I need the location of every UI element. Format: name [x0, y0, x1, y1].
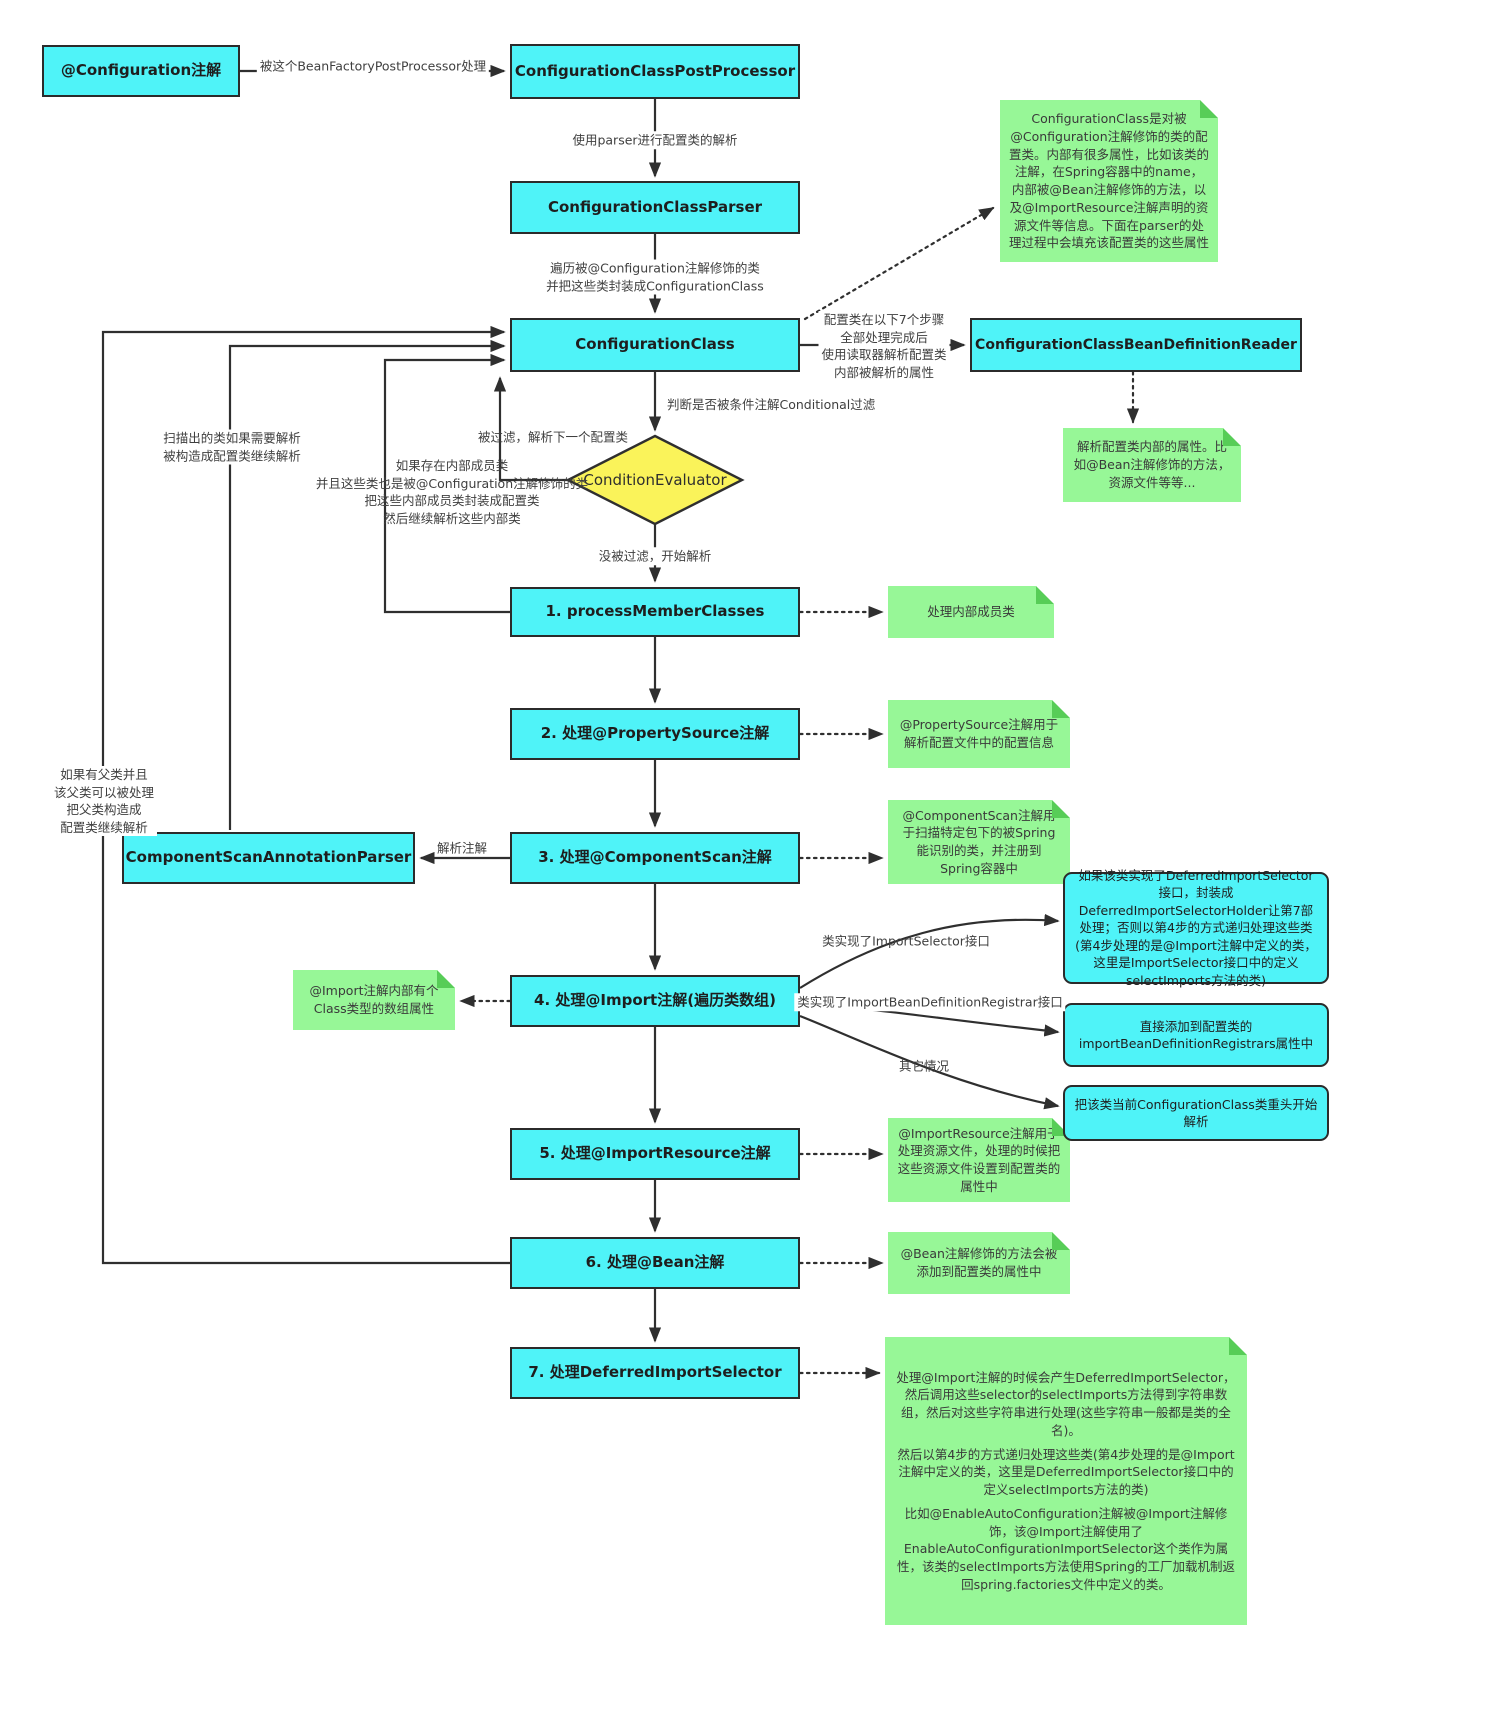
box-step6-bean: 6. 处理@Bean注解 [510, 1237, 800, 1289]
note-other-case: 把该类当前ConfigurationClass类重头开始解析 [1063, 1085, 1329, 1141]
note-step7-paragraph-1: 处理@Import注解的时候会产生DeferredImportSelector，… [896, 1369, 1236, 1438]
note-step7-description: 处理@Import注解的时候会产生DeferredImportSelector，… [885, 1337, 1247, 1625]
label-after-seven-steps: 配置类在以下7个步骤 全部处理完成后 使用读取器解析配置类 内部被解析的属性 [818, 311, 950, 381]
label-parse-annotation: 解析注解 [436, 840, 488, 856]
diamond-condition-evaluator-label: ConditionEvaluator [583, 471, 727, 489]
note-step7-paragraph-3: 比如@EnableAutoConfiguration注解被@Import注解修饰… [897, 1505, 1235, 1592]
box-step2-property-source: 2. 处理@PropertySource注解 [510, 708, 800, 760]
note-step6-description: @Bean注解修饰的方法会被添加到配置类的属性中 [888, 1232, 1070, 1294]
label-superclass-loop: 如果有父类并且 该父类可以被处理 把父类构造成 配置类继续解析 [50, 766, 158, 836]
note-registrar-case: 直接添加到配置类的importBeanDefinitionRegistrars属… [1063, 1003, 1329, 1067]
label-processed-by: 被这个BeanFactoryPostProcessor处理 [256, 57, 490, 75]
note-configuration-class-description: ConfigurationClass是对被@Configuration注解修饰的… [1000, 100, 1218, 262]
label-use-parser: 使用parser进行配置类的解析 [569, 131, 741, 149]
box-component-scan-annotation-parser: ComponentScanAnnotationParser [122, 832, 415, 884]
note-step5-description: @ImportResource注解用于处理资源文件，处理的时候把这些资源文件设置… [888, 1118, 1070, 1202]
note-step2-description: @PropertySource注解用于解析配置文件中的配置信息 [888, 700, 1070, 768]
label-filtered: 被过滤，解析下一个配置类 [477, 429, 629, 445]
note-step7-paragraph-2: 然后以第4步的方式递归处理这些类(第4步处理的是@Import注解中定义的类，这… [897, 1446, 1235, 1498]
note-import-selector-case: 如果该类实现了DeferredImportSelector接口，封装成Defer… [1063, 868, 1329, 988]
label-conditional-check: 判断是否被条件注解Conditional过滤 [667, 397, 876, 412]
box-configuration-class-bean-definition-reader: ConfigurationClassBeanDefinitionReader [970, 318, 1302, 372]
label-wrap-classes: 遍历被@Configuration注解修饰的类 并把这些类封装成Configur… [543, 259, 767, 295]
box-configuration-annotation: @Configuration注解 [42, 45, 240, 97]
label-registrar-case: 类实现了ImportBeanDefinitionRegistrar接口 [794, 993, 1066, 1011]
label-not-filtered: 没被过滤，开始解析 [595, 547, 715, 565]
note-reader-description: 解析配置类内部的属性。比如@Bean注解修饰的方法，资源文件等等... [1063, 428, 1241, 502]
box-configuration-class: ConfigurationClass [510, 318, 800, 372]
box-step7-deferred-import-selector: 7. 处理DeferredImportSelector [510, 1347, 800, 1399]
note-step3-description: @ComponentScan注解用于扫描特定包下的被Spring能识别的类，并注… [888, 800, 1070, 884]
box-step5-import-resource: 5. 处理@ImportResource注解 [510, 1128, 800, 1180]
label-other-case: 其它情况 [898, 1058, 950, 1074]
note-step4-import-array: @Import注解内部有个Class类型的数组属性 [293, 970, 455, 1030]
box-step1-process-member-classes: 1. processMemberClasses [510, 587, 800, 637]
note-step1-description: 处理内部成员类 [888, 586, 1054, 638]
box-step4-import: 4. 处理@Import注解(遍历类数组) [510, 975, 800, 1027]
label-scanned-loop: 扫描出的类如果需要解析 被构造成配置类继续解析 [160, 429, 304, 465]
box-step3-component-scan: 3. 处理@ComponentScan注解 [510, 832, 800, 884]
label-member-loop: 如果存在内部成员类 并且这些类也是被@Configuration注解修饰的类 把… [315, 458, 589, 526]
box-configuration-class-parser: ConfigurationClassParser [510, 181, 800, 234]
label-import-selector-case: 类实现了ImportSelector接口 [822, 933, 990, 949]
box-configuration-class-post-processor: ConfigurationClassPostProcessor [510, 44, 800, 99]
